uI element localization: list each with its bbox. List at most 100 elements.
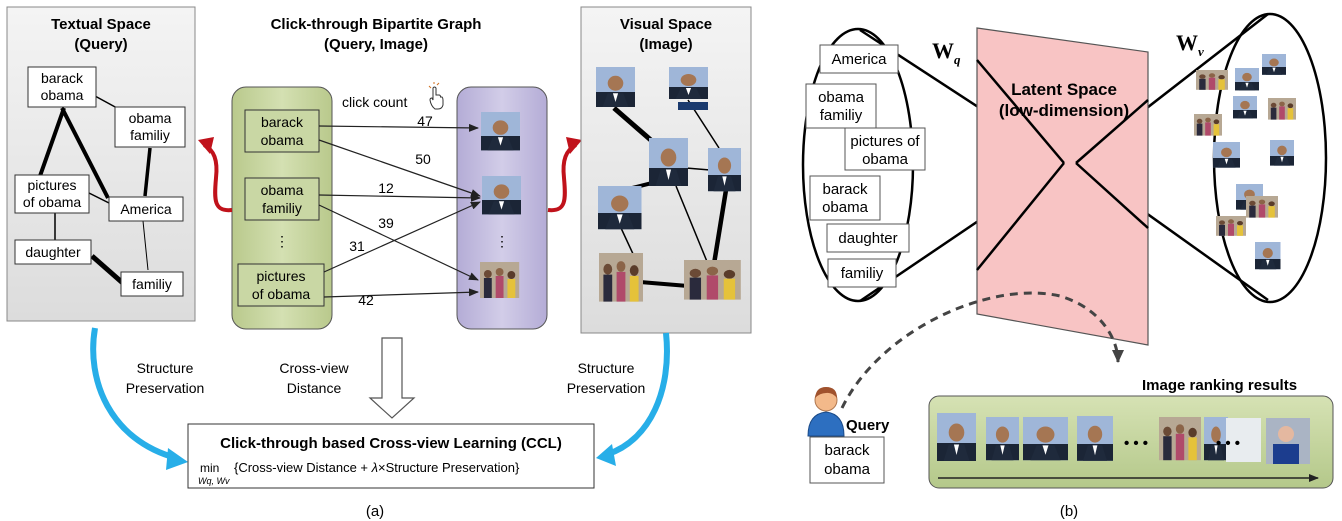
red-arrow-right [547, 137, 582, 213]
svg-text:America: America [831, 51, 887, 68]
svg-text:obama: obama [862, 151, 909, 168]
svg-text:familiy: familiy [841, 265, 884, 282]
svg-text:daughter: daughter [25, 244, 81, 260]
svg-text:obama: obama [261, 132, 304, 148]
svg-text:pictures of: pictures of [850, 133, 920, 150]
edge-count-31: 31 [349, 238, 365, 254]
ranking-dots-1: • • • [1124, 435, 1148, 452]
query-label: Query [846, 417, 890, 434]
textual-graph-node-daughter: daughter [14, 239, 92, 265]
image-ellipsis: ⋮ [495, 233, 509, 249]
latent-text-item-america: America [819, 44, 899, 74]
textual-graph-node-obama-family: obama familiy [114, 106, 186, 148]
svg-text:pictures: pictures [256, 268, 305, 284]
blue-arrow-right [596, 332, 670, 466]
query-box-barack-obama: barack obama [244, 109, 320, 153]
cross-view-label-line1: Cross-view [279, 360, 349, 376]
left-structure-label-line1: Structure [137, 360, 194, 376]
bipartite-title: Click-through Bipartite Graph [271, 16, 482, 33]
right-structure-label-line1: Structure [578, 360, 635, 376]
query-ellipsis: ⋮ [275, 233, 289, 249]
visual-image-1 [596, 67, 635, 107]
edge-count-39: 39 [378, 215, 394, 231]
visual-space-title: Visual Space [620, 16, 712, 33]
image-node-1 [481, 112, 520, 151]
svg-text:familiy: familiy [262, 200, 302, 216]
latent-text-item-obama-family: obama familiy [805, 83, 877, 129]
latent-space-subtitle: (low-dimension) [999, 101, 1129, 120]
textual-graph-edges [38, 95, 152, 287]
query-box-obama-family: obama familiy [244, 177, 320, 221]
query-box-pictures-of-obama: pictures of obama [237, 263, 325, 307]
latent-text-item-family: familiy [827, 258, 897, 288]
ranking-dots-2: • • • [1216, 435, 1240, 452]
svg-text:obama: obama [129, 110, 172, 126]
textual-graph-node-pictures-of-obama: pictures of obama [14, 174, 90, 214]
svg-text:obama: obama [261, 182, 304, 198]
latent-text-item-barack-obama: barack obama [809, 175, 881, 221]
caption-b: (b) [1060, 503, 1078, 520]
svg-text:barack: barack [261, 114, 304, 130]
left-structure-label-line2: Preservation [126, 380, 205, 396]
visual-image-7 [684, 260, 741, 300]
click-count-label: click count [342, 94, 407, 110]
change-sign [678, 102, 708, 110]
ccl-title: Click-through based Cross-view Learning … [220, 435, 562, 452]
cross-view-label-line2: Distance [287, 380, 342, 396]
ccl-box: Click-through based Cross-view Learning … [187, 423, 595, 489]
visual-image-4 [708, 148, 741, 192]
svg-text:familiy: familiy [820, 107, 863, 124]
svg-text:of obama: of obama [23, 194, 82, 210]
svg-text:familiy: familiy [130, 127, 170, 143]
ranking-images [937, 413, 1310, 464]
right-structure-label-line2: Preservation [567, 380, 646, 396]
svg-text:of obama: of obama [252, 286, 311, 302]
visual-image-5 [598, 186, 642, 230]
user-avatar-icon [807, 387, 845, 437]
textual-space-subtitle: (Query) [74, 36, 127, 53]
svg-text:barack: barack [41, 70, 84, 86]
edge-count-12: 12 [378, 180, 394, 196]
svg-text:obama: obama [818, 89, 865, 106]
visual-image-2 [669, 67, 708, 99]
svg-text:barack: barack [822, 181, 868, 198]
latent-text-item-daughter: daughter [826, 223, 910, 253]
visual-space-subtitle: (Image) [639, 36, 692, 53]
image-node-2 [482, 176, 521, 215]
red-arrow-left [198, 137, 233, 213]
latent-space-title: Latent Space [1011, 80, 1117, 99]
image-node-3 [480, 262, 520, 298]
visual-image-6 [599, 253, 643, 302]
click-edges [318, 123, 481, 298]
cursor-hand-icon [428, 82, 444, 110]
ccl-formula: {Cross-view Distance + λ×Structure Prese… [234, 460, 520, 475]
ranking-label: Image ranking results [1142, 377, 1297, 394]
svg-text:obama: obama [41, 87, 84, 103]
latent-text-item-pictures-of-obama: pictures of obama [844, 127, 926, 171]
latent-space-plane: Latent Space (low-dimension) [976, 27, 1149, 346]
svg-text:barack: barack [824, 442, 870, 459]
textual-space-title: Textual Space [51, 16, 151, 33]
svg-text:obama: obama [822, 199, 869, 216]
query-input-box: barack obama [809, 436, 885, 484]
svg-text:obama: obama [824, 461, 871, 478]
blue-arrow-left [90, 327, 188, 470]
caption-a: (a) [366, 503, 384, 520]
textual-graph-node-barack-obama: barack obama [27, 66, 97, 108]
visual-image-3 [649, 138, 688, 186]
query-dashed-curve [840, 291, 1124, 409]
svg-text:daughter: daughter [838, 230, 897, 247]
svg-text:familiy: familiy [132, 276, 172, 292]
cross-view-down-arrow [368, 337, 416, 419]
edge-count-50: 50 [415, 151, 431, 167]
textual-graph-node-america: America [108, 196, 184, 222]
edge-count-47: 47 [417, 113, 433, 129]
wv-label: Wv [1176, 30, 1204, 59]
visual-cone-images [1194, 54, 1296, 270]
ccl-min: min [200, 461, 219, 475]
svg-text:pictures: pictures [27, 177, 76, 193]
edge-count-42: 42 [358, 292, 374, 308]
wq-label: Wq [932, 38, 961, 67]
textual-graph-node-family: familiy [120, 271, 184, 297]
svg-text:America: America [120, 201, 172, 217]
